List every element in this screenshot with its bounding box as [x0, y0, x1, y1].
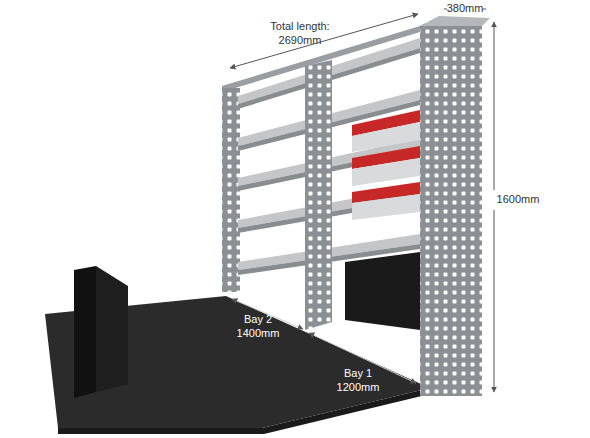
end-panel-left [222, 88, 240, 292]
dimension-label: 380mm [447, 2, 484, 15]
dimension-label: 1200mm [337, 381, 380, 394]
base-opening [345, 252, 420, 330]
middle-panel [305, 60, 332, 330]
bulkhead-side [96, 266, 128, 392]
dimension-line [230, 14, 418, 68]
end-panel-top [420, 16, 490, 26]
dimension-label: 2690mm [279, 34, 322, 47]
dimension-label: Total length: [270, 20, 329, 33]
dimension-line [309, 333, 416, 383]
floor-edge [58, 388, 430, 434]
drawers [352, 110, 420, 220]
dimension-line [494, 210, 495, 392]
dimension-label: Bay 2 [244, 313, 272, 326]
bulkhead [74, 266, 96, 398]
dimension-line [232, 299, 303, 329]
dimension-label: Bay 1 [344, 367, 372, 380]
dimension-label: 1400mm [237, 327, 280, 340]
dimension-line [494, 22, 495, 190]
dimension-label: 1600mm [497, 193, 540, 206]
end-panel-right [420, 26, 482, 396]
